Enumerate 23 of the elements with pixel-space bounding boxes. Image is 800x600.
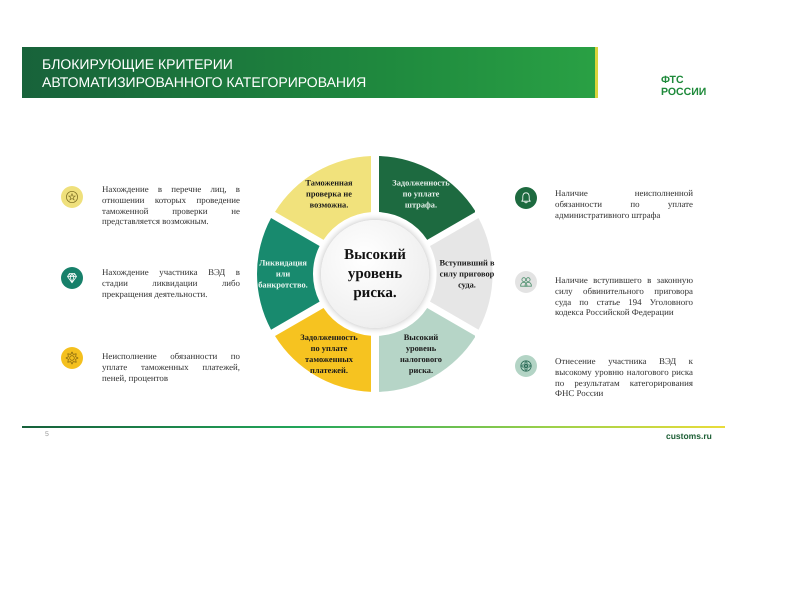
wheel-segment: [378, 308, 476, 392]
website-address: customs.ru: [666, 431, 712, 441]
segment-label: Таможенная проверка не возможна.: [304, 178, 354, 211]
segment-label: Высокий уровень налогового риска.: [398, 332, 443, 376]
criterion-text: Отнесение участника ВЭД к высокому уровню налогового риска по результатам категорирования ФНС России: [555, 356, 693, 400]
criterion-text: Неисполнение обязанности по уплате таможенных платежей, пеней, процентов: [102, 351, 240, 384]
wheel-segment: [430, 218, 493, 330]
criterion-text: Нахождение в перечне лиц, в отношении которых проведение таможенной проверки не представляется возможным.: [102, 184, 240, 228]
criterion-text: Наличие вступившего в законную силу обвинительного приговора суда по статье 194 Уголовного кодекса Российской Федерации: [555, 275, 693, 318]
criterion-text: Наличие неисполненной обязанности по уплате административного штрафа: [555, 188, 693, 220]
segment-label: Ликвидация или банкротство.: [257, 257, 309, 290]
wheel-segment: [274, 308, 372, 392]
organization-name: ФТС РОССИИ: [661, 74, 708, 98]
criterion-text: Нахождение участника ВЭД в стадии ликвидации либо прекращения деятельности.: [102, 267, 240, 300]
center-label: Высокий уровень риска.: [343, 246, 407, 302]
center-circle: [321, 220, 429, 328]
segment-label: Вступивший в силу приговор суда.: [438, 257, 496, 290]
wheel-segment: [378, 156, 476, 240]
segment-label: Задолженность по уплате штрафа.: [391, 178, 451, 211]
slide-title: БЛОКИРУЮЩИЕ КРИТЕРИИ АВТОМАТИЗИРОВАННОГО КАТЕГОРИРОВАНИЯ: [42, 55, 368, 91]
segment-label: Задолженность по уплате таможенных платежей.: [299, 332, 359, 376]
wheel-segment: [274, 156, 372, 240]
wheel-segment: [257, 218, 320, 330]
